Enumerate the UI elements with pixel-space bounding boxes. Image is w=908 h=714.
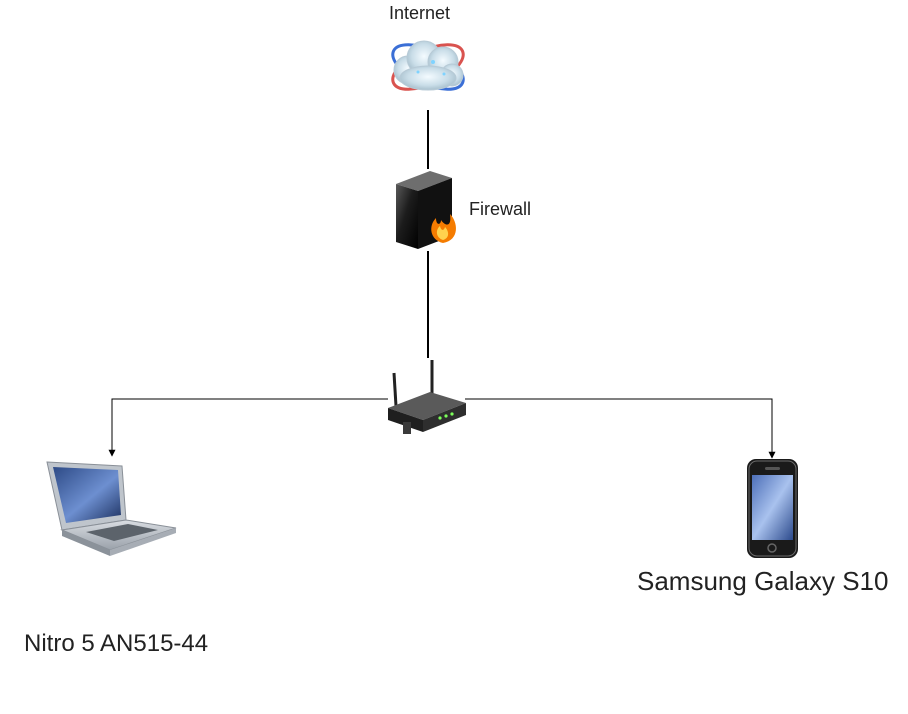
wireless-router-icon bbox=[388, 360, 466, 434]
internet-cloud-icon bbox=[391, 40, 465, 91]
smartphone-icon bbox=[747, 459, 798, 558]
laptop-label: Nitro 5 AN515-44 bbox=[24, 630, 209, 657]
laptop-icon bbox=[46, 461, 177, 556]
connector-router-laptop bbox=[108, 398, 388, 457]
firewall-icon bbox=[396, 171, 456, 249]
phone-label: Samsung Galaxy S10 bbox=[637, 566, 889, 596]
connector-router-phone bbox=[465, 398, 776, 459]
firewall-label: Firewall bbox=[469, 199, 532, 219]
internet-label: Internet bbox=[389, 3, 451, 23]
